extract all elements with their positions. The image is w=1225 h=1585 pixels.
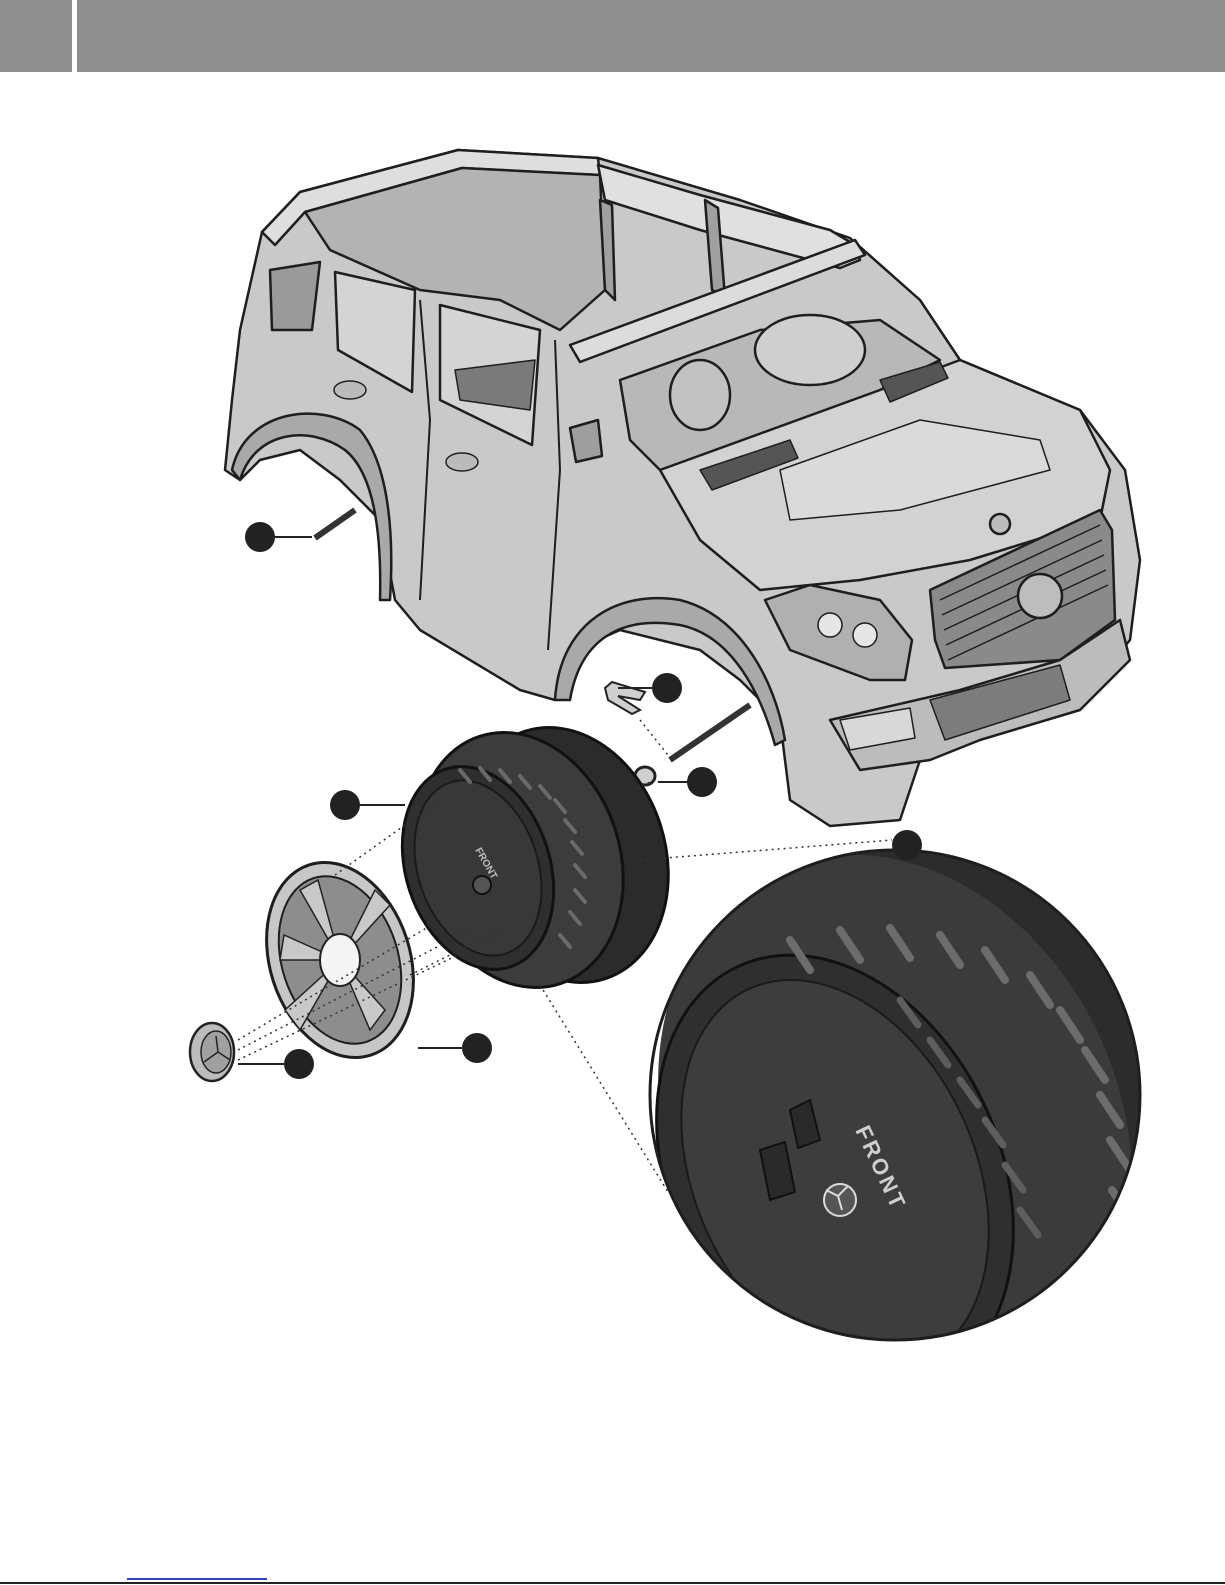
hub-cap-part [190, 1023, 234, 1081]
footer-rule [0, 1582, 1225, 1584]
vehicle-body [225, 150, 1140, 826]
footer-link-underline[interactable] [127, 1578, 267, 1580]
rear-axle [315, 510, 355, 538]
callout-axle-rear [245, 522, 275, 552]
callout-washer [687, 767, 717, 797]
wheel-zoom-detail: FRONT [571, 712, 1225, 1483]
hairpin-cotter-part [605, 682, 645, 714]
callout-wheel-zoom [892, 830, 922, 860]
wheel-part: FRONT [377, 700, 700, 1014]
callout-hubcap-rim [462, 1033, 492, 1063]
callout-wheel [330, 790, 360, 820]
callout-hairpin-cotter [652, 673, 682, 703]
callout-hub-cap [284, 1049, 314, 1079]
front-axle [670, 705, 750, 760]
